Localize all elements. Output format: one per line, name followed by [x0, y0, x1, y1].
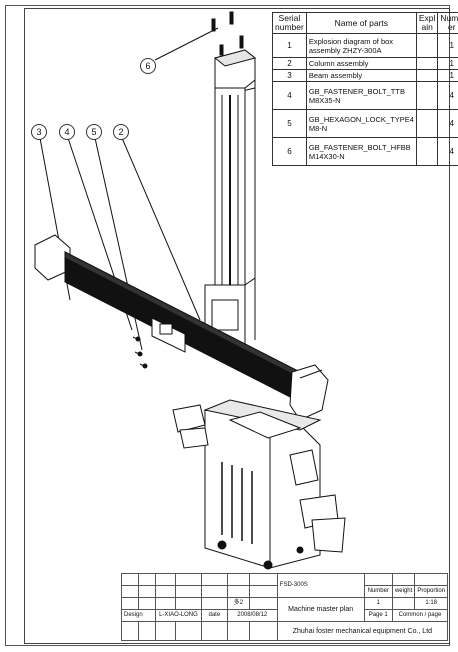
row-number: 1 — [437, 57, 458, 70]
callout-3: 3 — [31, 124, 47, 140]
design-label: Design — [121, 609, 156, 622]
row-number: 1 — [437, 69, 458, 82]
small-mark: 多2 — [226, 597, 250, 610]
inner-border — [24, 8, 450, 644]
page-total: Common / page — [391, 609, 449, 622]
leader-2 — [121, 137, 201, 321]
parts-row: 6 GB_FASTENER_BOLT_HFBB M14X30-N 4 — [272, 137, 458, 166]
row-name: Explosion diagram of box assembly ZHZY-3… — [305, 33, 417, 58]
column-assembly — [204, 49, 257, 346]
row-number: 4 — [437, 137, 458, 166]
row-number: 4 — [437, 109, 458, 138]
row-name: GB_FASTENER_BOLT_TTB M8X35-N — [305, 81, 417, 110]
header-serial: Serial number — [272, 12, 307, 34]
row-name: Column assembly — [305, 57, 417, 70]
row-serial: 1 — [272, 33, 307, 58]
date-label: date — [200, 609, 228, 622]
callout-5: 5 — [86, 124, 102, 140]
parts-row: 3 Beam assembly 1 — [272, 69, 458, 82]
bolts-top — [211, 11, 244, 56]
row-explain — [415, 109, 439, 138]
leader-6 — [154, 27, 219, 61]
row-name: GB_HEXAGON_LOCK_TYPE4 M8-N — [305, 109, 417, 138]
row-explain — [415, 57, 439, 70]
drawing-date: 2008/08/12 — [226, 609, 278, 622]
row-name: Beam assembly — [305, 69, 417, 82]
proportion-value: 1:18 — [414, 597, 448, 610]
row-serial: 5 — [272, 109, 307, 138]
row-number: 1 — [437, 33, 458, 58]
drawing-title: Machine master plan — [276, 597, 365, 622]
title-block: FSD-300S Number weight Proportion 多2 Mac… — [121, 573, 449, 641]
designer-name: L-XIAO-LONG — [154, 609, 202, 622]
row-serial: 2 — [272, 57, 307, 70]
row-explain — [415, 69, 439, 82]
parts-list-table: Serial number Name of parts Expl ain Num… — [272, 12, 458, 166]
header-name: Name of parts — [305, 12, 417, 34]
parts-header-row: Serial number Name of parts Expl ain Num… — [272, 12, 458, 34]
parts-row: 4 GB_FASTENER_BOLT_TTB M8X35-N 4 — [272, 81, 458, 110]
drawing-number: FSD-300S — [276, 573, 365, 598]
row-number: 4 — [437, 81, 458, 110]
header-explain: Expl ain — [415, 12, 439, 34]
bolts-beam — [132, 336, 148, 369]
box-assembly — [172, 399, 346, 570]
row-explain — [415, 81, 439, 110]
company-name: Zhuhai foster mechanical equipment Co., … — [276, 621, 449, 641]
row-name: GB_FASTENER_BOLT_HFBB M14X30-N — [305, 137, 417, 166]
row-serial: 4 — [272, 81, 307, 110]
parts-row: 1 Explosion diagram of box assembly ZHZY… — [272, 33, 458, 58]
row-explain — [415, 137, 439, 166]
col-weight-label: weight — [391, 585, 416, 598]
col-proportion-label: Proportion — [414, 585, 448, 598]
page-label: Page 1 — [363, 609, 393, 622]
callout-4: 4 — [59, 124, 75, 140]
beam-assembly — [34, 234, 329, 421]
parts-row: 2 Column assembly 1 — [272, 57, 458, 70]
row-explain — [415, 33, 439, 58]
row-serial: 3 — [272, 69, 307, 82]
parts-row: 5 GB_HEXAGON_LOCK_TYPE4 M8-N 4 — [272, 109, 458, 138]
row-serial: 6 — [272, 137, 307, 166]
callout-6: 6 — [140, 58, 156, 74]
col-number-label: Number — [363, 585, 393, 598]
header-number: Numb er — [437, 12, 458, 34]
callout-2: 2 — [113, 124, 129, 140]
number-value: 1 — [363, 597, 393, 610]
